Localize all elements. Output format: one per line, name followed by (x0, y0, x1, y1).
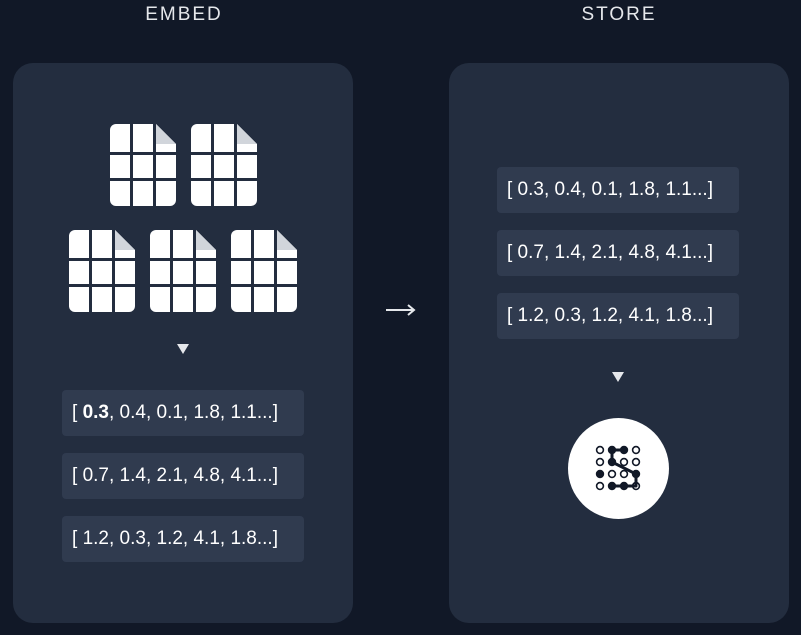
document-icon (231, 230, 297, 312)
document-icon (191, 124, 257, 206)
embed-vector-2: [ 0.7, 1.4, 2.1, 4.8, 4.1...] (62, 453, 304, 499)
triangle-down-icon (177, 344, 189, 354)
right-arrow-icon (386, 300, 416, 320)
document-icon (69, 230, 135, 312)
store-vector-2: [ 0.7, 1.4, 2.1, 4.8, 4.1...] (497, 230, 739, 276)
embed-title: EMBED (145, 4, 223, 25)
store-title: STORE (581, 4, 657, 25)
triangle-down-icon (612, 372, 624, 382)
vector-database-logo-icon (568, 418, 669, 519)
embed-vector-1: [ 0.3, 0.4, 0.1, 1.8, 1.1...] (62, 390, 304, 436)
store-panel (449, 63, 789, 623)
store-vector-1: [ 0.3, 0.4, 0.1, 1.8, 1.1...] (497, 167, 739, 213)
store-vector-3: [ 1.2, 0.3, 1.2, 4.1, 1.8...] (497, 293, 739, 339)
document-icon (110, 124, 176, 206)
embed-vector-3: [ 1.2, 0.3, 1.2, 4.1, 1.8...] (62, 516, 304, 562)
document-icon (150, 230, 216, 312)
